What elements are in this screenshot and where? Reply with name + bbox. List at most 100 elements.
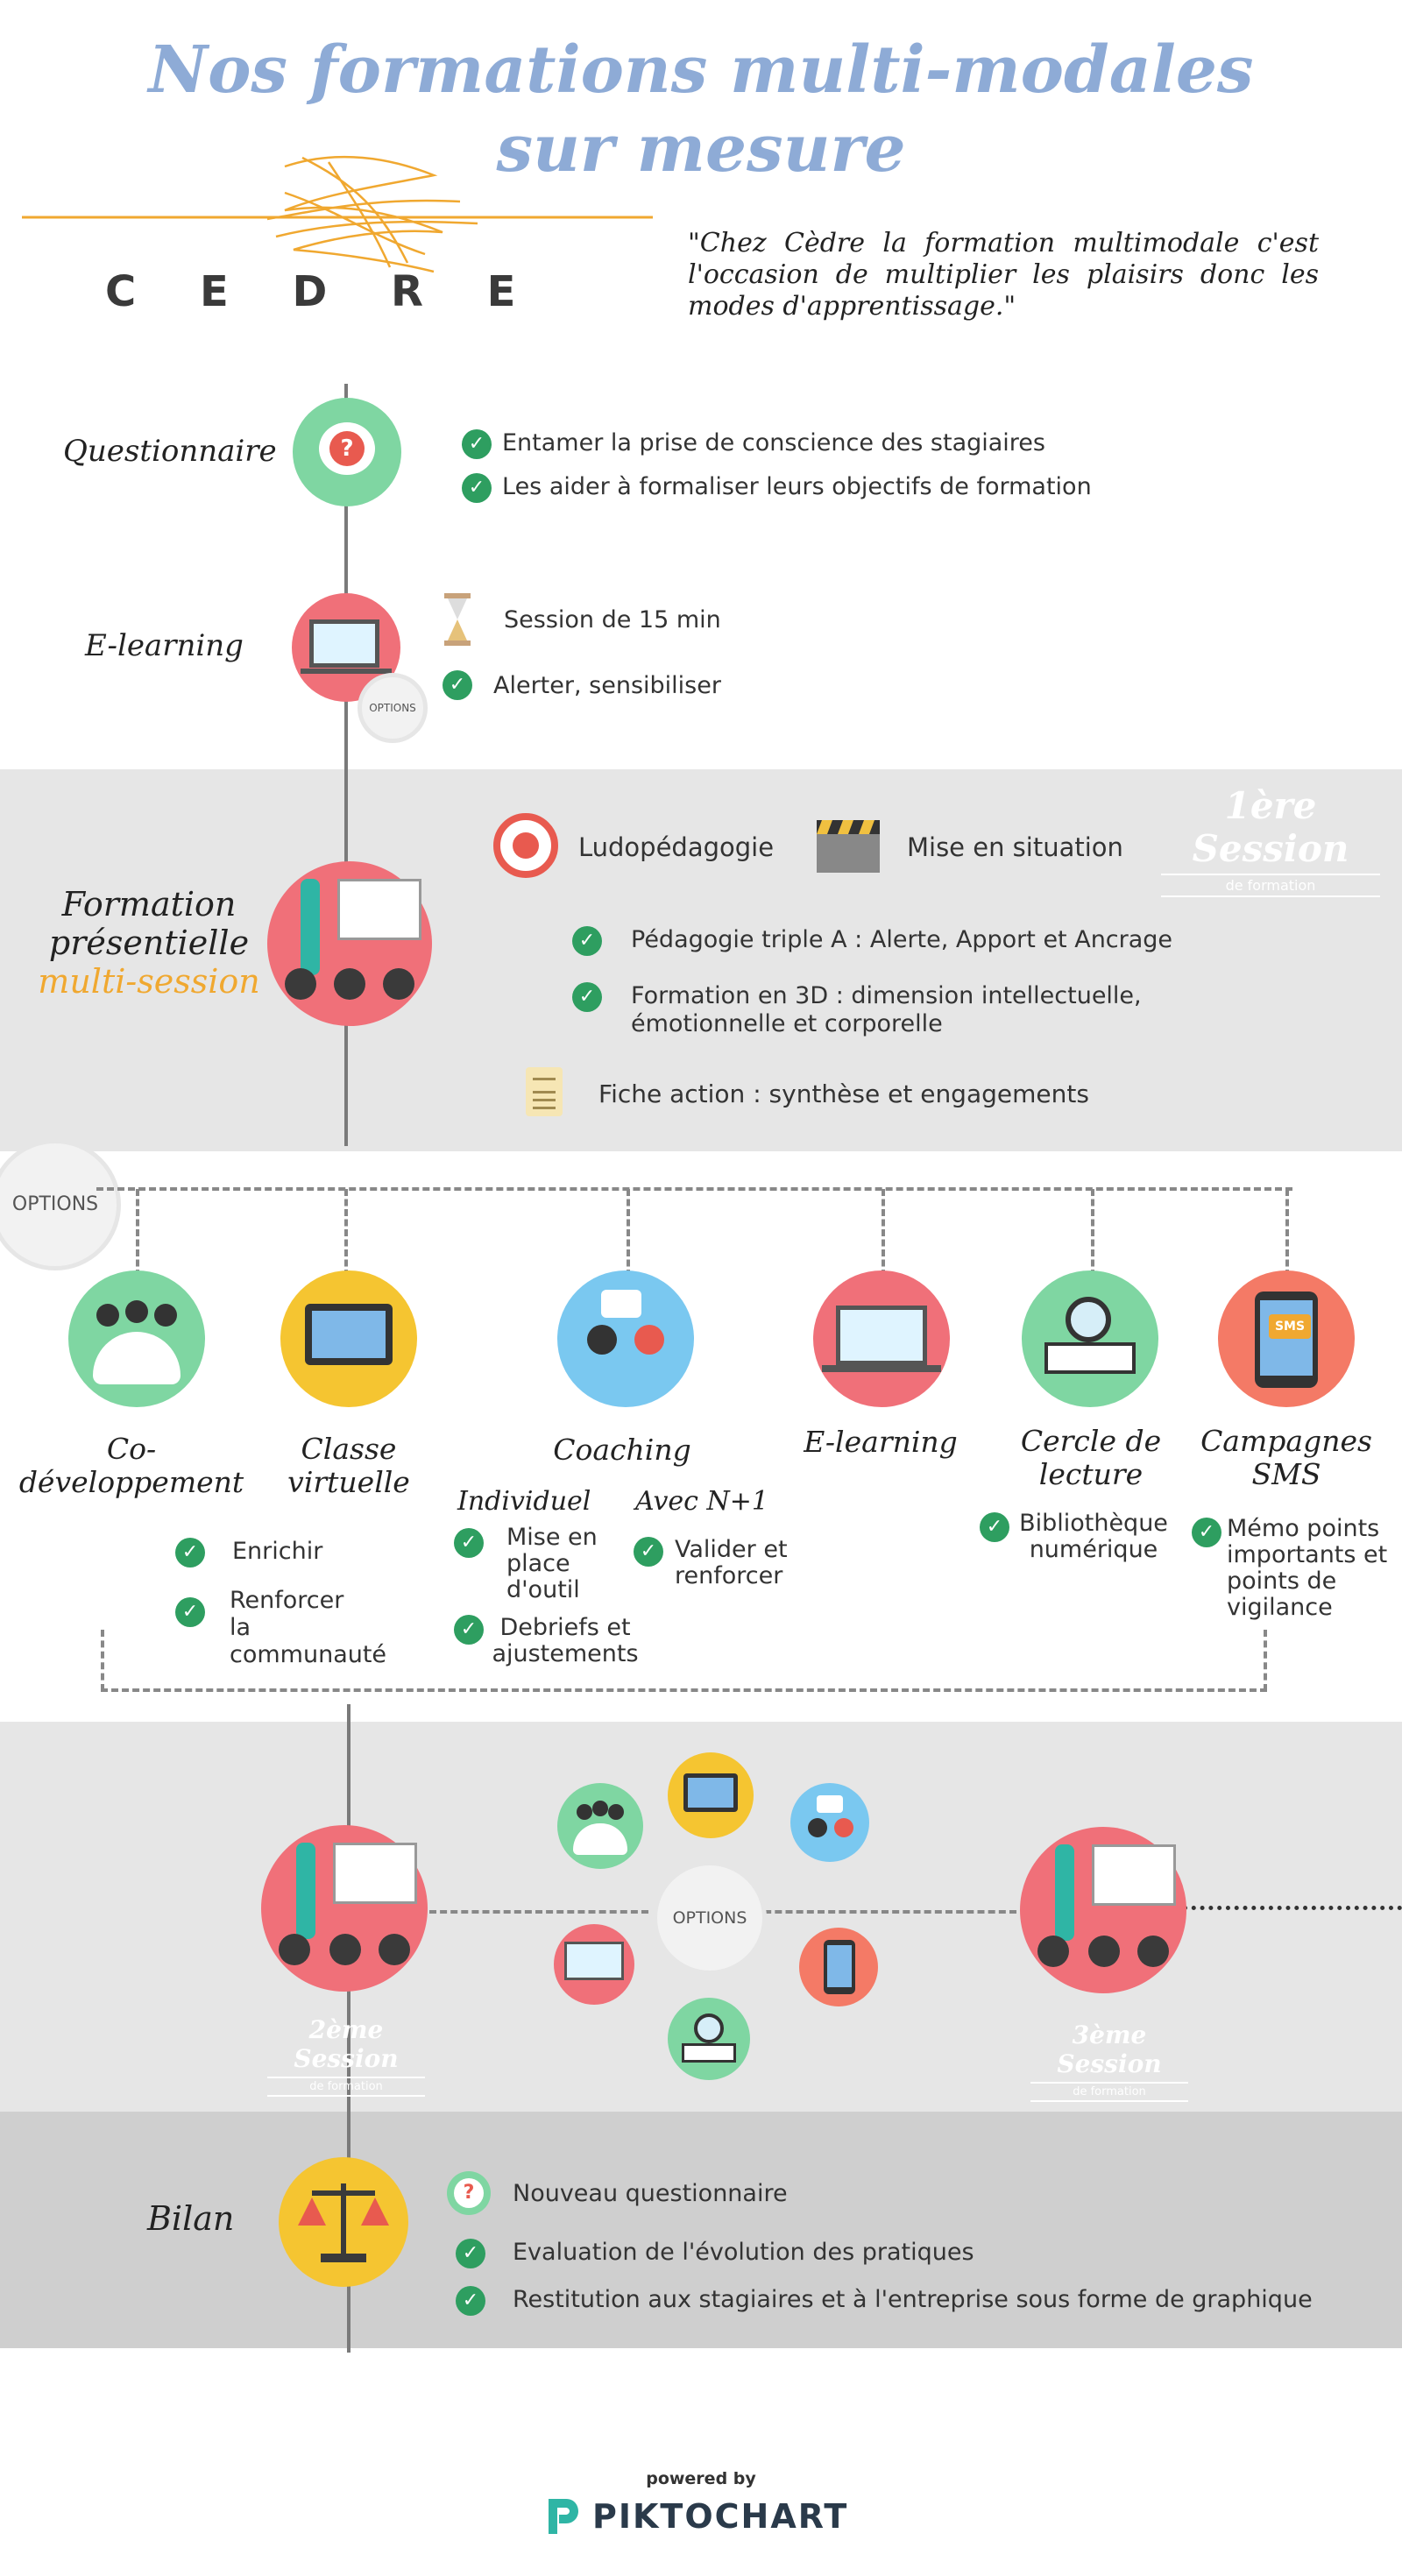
laptop-icon (836, 1306, 927, 1365)
questionnaire-item-2: Les aider à formaliser leurs objectifs d… (502, 473, 1092, 500)
timeline-line-top (344, 384, 348, 1146)
classe-mini-icon (668, 1752, 754, 1838)
coaching-individuel-title: Individuel (457, 1486, 591, 1517)
check-icon: ✓ (454, 1528, 484, 1558)
questionnaire-item-1: Entamer la prise de conscience des stagi… (502, 429, 1045, 456)
check-icon: ✓ (462, 429, 492, 459)
elearning-hourglass-text: Session de 15 min (504, 606, 721, 633)
bilan-item-3: Restitution aux stagiaires et à l'entrep… (513, 2286, 1313, 2313)
elearning-check-text: Alerter, sensibiliser (493, 672, 721, 699)
options-top-dash (96, 1187, 1292, 1191)
session2-circle (261, 1825, 428, 1992)
timeline-line-bottom (347, 1704, 350, 2353)
classe-title-2: virtuelle (287, 1465, 410, 1499)
coaching-n1-title: Avec N+1 (635, 1486, 768, 1517)
dash-connector (627, 1189, 630, 1277)
session1-title: 1ère Session (1192, 784, 1349, 870)
sms-badge: SMS (1269, 1314, 1311, 1339)
elearning-option-title: E-learning (804, 1425, 958, 1459)
presentiel-band (0, 769, 1402, 1151)
sms-title-1: Campagnes (1200, 1424, 1372, 1458)
presentiel-circle (267, 861, 432, 1026)
codev-mini-icon (557, 1783, 643, 1869)
dash-connector (136, 1189, 139, 1277)
person-icon (154, 1304, 177, 1327)
person-icon (634, 1325, 664, 1355)
session-link-dash (429, 1910, 648, 1914)
sms-title-2: SMS (1251, 1457, 1321, 1491)
cercle-item-1: Bibliothèque numérique (1019, 1510, 1168, 1563)
session1-sub: de formation (1161, 874, 1380, 897)
bilan-label: Bilan (147, 2199, 235, 2238)
questionnaire-circle: ? (293, 398, 401, 506)
dash-connector (1285, 1189, 1289, 1277)
coaching-circle (557, 1270, 694, 1407)
coaching-title: Coaching (553, 1433, 691, 1467)
audience-icon (1088, 1936, 1120, 1967)
presentation-board-icon (1092, 1844, 1176, 1906)
audience-icon (1037, 1936, 1069, 1967)
check-icon: ✓ (572, 926, 602, 956)
sms-circle: SMS (1218, 1270, 1355, 1407)
speech-bubble-icon (601, 1290, 641, 1318)
book-icon (1044, 1342, 1136, 1374)
classe-circle (280, 1270, 417, 1407)
session2-sub: de formation (267, 2077, 425, 2097)
codev-circle (68, 1270, 205, 1407)
session3-sub: de formation (1030, 2082, 1188, 2102)
bilan-item-1: Nouveau questionnaire (513, 2180, 788, 2207)
options-badge: OPTIONS (0, 1139, 121, 1270)
piktochart-logo[interactable]: PIKTOCHART (543, 2494, 859, 2537)
elearning-label: E-learning (85, 628, 244, 663)
dash-connector (344, 1189, 348, 1277)
elearning-option-circle (813, 1270, 950, 1407)
bilan-item-2: Evaluation de l'évolution des pratiques (513, 2239, 974, 2266)
presentiel-label-2: présentielle (48, 924, 250, 962)
coaching-mini-icon (790, 1783, 869, 1862)
dash-connector (1264, 1630, 1267, 1691)
question-bubble-icon: ? (319, 422, 375, 475)
target-icon (493, 813, 558, 878)
person-icon (96, 1304, 119, 1327)
presentation-board-icon (333, 1843, 417, 1904)
session3-circle (1020, 1827, 1186, 1993)
question-mini-icon: ? (447, 2171, 491, 2215)
audience-icon (279, 1934, 310, 1965)
session2-title: 2ème Session (294, 2015, 399, 2073)
scale-icon (298, 2183, 389, 2262)
audience-icon (1137, 1936, 1169, 1967)
check-icon: ✓ (1192, 1518, 1221, 1547)
fiche-text: Fiche action : synthèse et engagements (598, 1079, 1089, 1108)
sms-item-1: Mémo points importants et points de vigi… (1227, 1515, 1388, 1621)
clapperboard-icon (817, 815, 880, 873)
piktochart-logo-text: PIKTOCHART (592, 2497, 849, 2536)
header-quote: "Chez Cèdre la formation multimodale c'e… (688, 228, 1319, 322)
person-icon (125, 1300, 148, 1323)
cercle-title-2: lecture (1038, 1457, 1144, 1491)
audience-icon (379, 1934, 410, 1965)
check-icon: ✓ (462, 473, 492, 503)
laptop-icon (309, 619, 379, 668)
session3-tag: 3ème Session de formation (1030, 2020, 1188, 2102)
cercle-mini-icon (668, 1998, 750, 2080)
session1-tag: 1ère Session de formation (1161, 784, 1380, 897)
classe-title-1: Classe (301, 1432, 397, 1466)
powered-by-text: powered by (646, 2469, 756, 2488)
hourglass-icon (443, 593, 472, 646)
session-link-dash (754, 1910, 1016, 1914)
check-icon: ✓ (443, 670, 472, 700)
options-bottom-dash (101, 1688, 1267, 1692)
elearning-mini-icon (554, 1924, 634, 2005)
audience-icon (383, 968, 414, 1000)
cedre-logo-text: C E D R E (105, 267, 541, 316)
dash-connector (1091, 1189, 1094, 1277)
page-title-line2: sur mesure (496, 111, 906, 187)
coaching-ind-item-2: Debriefs et ajustements (492, 1614, 639, 1667)
presentiel-item-2: Formation en 3D : dimension intellectuel… (631, 982, 1142, 1037)
presentiel-label-3: multi-session (38, 962, 260, 1001)
cercle-title-1: Cercle de (1020, 1424, 1162, 1458)
mise-text: Mise en situation (907, 832, 1123, 862)
check-icon: ✓ (572, 982, 602, 1012)
elearning-options-badge: OPTIONS (358, 673, 428, 743)
gear-icon (93, 1332, 181, 1384)
